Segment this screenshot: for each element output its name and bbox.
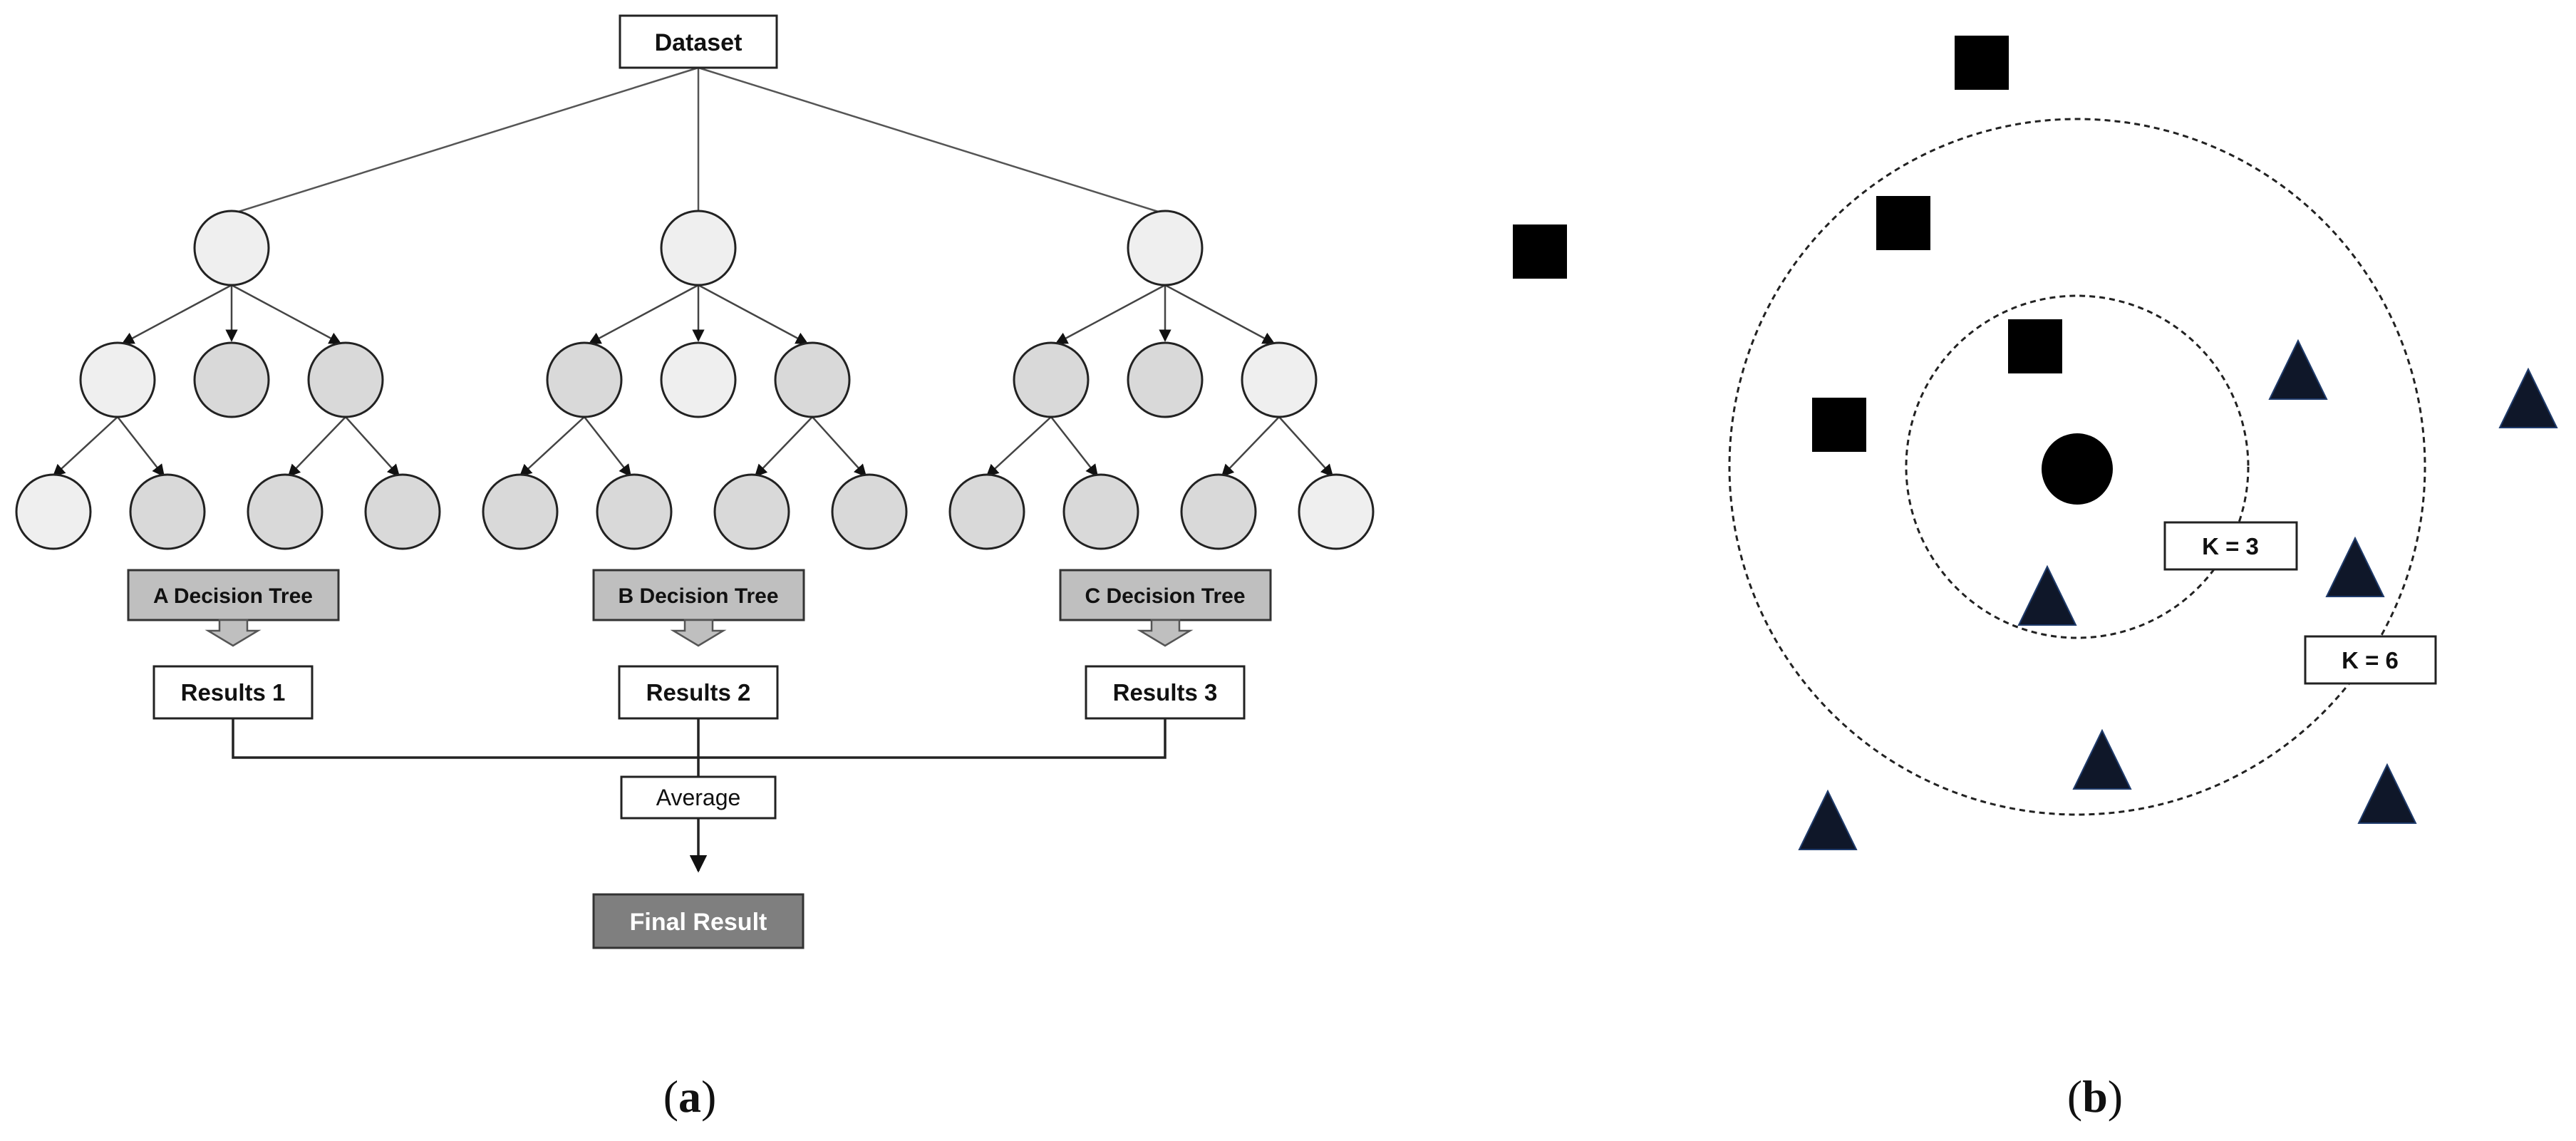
dataset-box: Dataset — [619, 14, 778, 69]
decision-tree-b: B Decision Tree Results 2 — [482, 210, 908, 720]
down-arrow-icon — [1137, 619, 1194, 647]
tree-a-root-node — [193, 210, 270, 286]
tree-node — [1127, 341, 1204, 418]
results-2-box: Results 2 — [618, 665, 779, 720]
triangle-point — [1798, 789, 1858, 850]
triangle-point — [2017, 564, 2077, 626]
down-arrow-icon — [670, 619, 727, 647]
tree-c-label: C Decision Tree — [1085, 584, 1245, 608]
triangle-point — [2498, 367, 2558, 428]
tree-node — [774, 341, 851, 418]
final-result-label: Final Result — [630, 909, 767, 936]
tree-leaf — [129, 473, 206, 550]
aggregation-connectors — [232, 718, 1167, 873]
average-label: Average — [656, 785, 741, 810]
tree-leaf — [1298, 473, 1375, 550]
tree-leaf — [948, 473, 1025, 550]
triangle-point — [2357, 763, 2417, 824]
k3-label: K = 3 — [2202, 533, 2259, 559]
results-1-box: Results 1 — [152, 665, 314, 720]
triangle-point — [2325, 536, 2385, 597]
knn-diagram: K = 3 K = 6 (b) — [1513, 36, 2558, 1122]
caption-a-letter: a — [678, 1071, 701, 1122]
tree-a-label: A Decision Tree — [153, 584, 313, 608]
tree-b-root-node — [660, 210, 737, 286]
tree-leaf — [1062, 473, 1139, 550]
tree-leaf — [15, 473, 92, 550]
tree-leaf — [482, 473, 559, 550]
caption-a-open-paren: ( — [663, 1071, 678, 1122]
square-point — [2008, 319, 2062, 373]
square-point — [1513, 224, 1567, 279]
decision-tree-c: C Decision Tree Results 3 — [948, 210, 1375, 720]
tree-leaf — [596, 473, 673, 550]
caption-a-close-paren: ) — [701, 1071, 716, 1122]
random-forest-diagram: Dataset A Decision Tree — [15, 14, 1375, 1122]
tree-leaf — [831, 473, 908, 550]
down-arrow-icon — [205, 619, 262, 647]
results-1-label: Results 1 — [181, 679, 286, 706]
square-point — [1955, 36, 2009, 90]
tree-leaf — [713, 473, 790, 550]
square-point — [1876, 196, 1930, 250]
k6-label-box: K = 6 — [2304, 635, 2437, 685]
caption-b-letter: b — [2082, 1071, 2108, 1122]
results-3-label: Results 3 — [1113, 679, 1218, 706]
caption-b-open-paren: ( — [2067, 1071, 2082, 1122]
final-result-box: Final Result — [592, 893, 805, 949]
outer-neighborhood-circle — [1728, 118, 2426, 816]
tree-c-edges — [986, 284, 1334, 477]
tree-node — [1013, 341, 1090, 418]
tree-c-label-box: C Decision Tree — [1059, 569, 1272, 621]
caption-b-close-paren: ) — [2108, 1071, 2123, 1122]
tree-a-label-box: A Decision Tree — [127, 569, 340, 621]
tree-b-edges — [519, 284, 867, 477]
tree-a-edges — [52, 284, 400, 477]
k3-label-box: K = 3 — [2163, 521, 2298, 571]
tree-leaf — [364, 473, 441, 550]
k6-label: K = 6 — [2342, 647, 2399, 673]
tree-node — [307, 341, 384, 418]
results-2-label: Results 2 — [646, 679, 751, 706]
tree-node — [1241, 341, 1318, 418]
tree-node — [193, 341, 270, 418]
root-edges — [231, 66, 1166, 215]
tree-node — [660, 341, 737, 418]
square-point — [1812, 398, 1866, 452]
triangle-point — [2268, 339, 2328, 400]
caption-b: (b) — [2067, 1071, 2123, 1122]
tree-b-label-box: B Decision Tree — [592, 569, 805, 621]
results-3-box: Results 3 — [1085, 665, 1246, 720]
tree-node — [79, 341, 156, 418]
tree-c-root-node — [1127, 210, 1204, 286]
dataset-label: Dataset — [655, 29, 743, 56]
tree-b-label: B Decision Tree — [618, 584, 778, 608]
tree-leaf — [247, 473, 324, 550]
query-point — [2042, 433, 2113, 505]
tree-leaf — [1180, 473, 1257, 550]
caption-a: (a) — [663, 1071, 717, 1122]
average-box: Average — [620, 775, 777, 820]
decision-tree-a: A Decision Tree Results 1 — [15, 210, 441, 720]
triangle-point — [2072, 728, 2132, 790]
tree-node — [546, 341, 623, 418]
inner-neighborhood-circle — [1905, 294, 2250, 639]
